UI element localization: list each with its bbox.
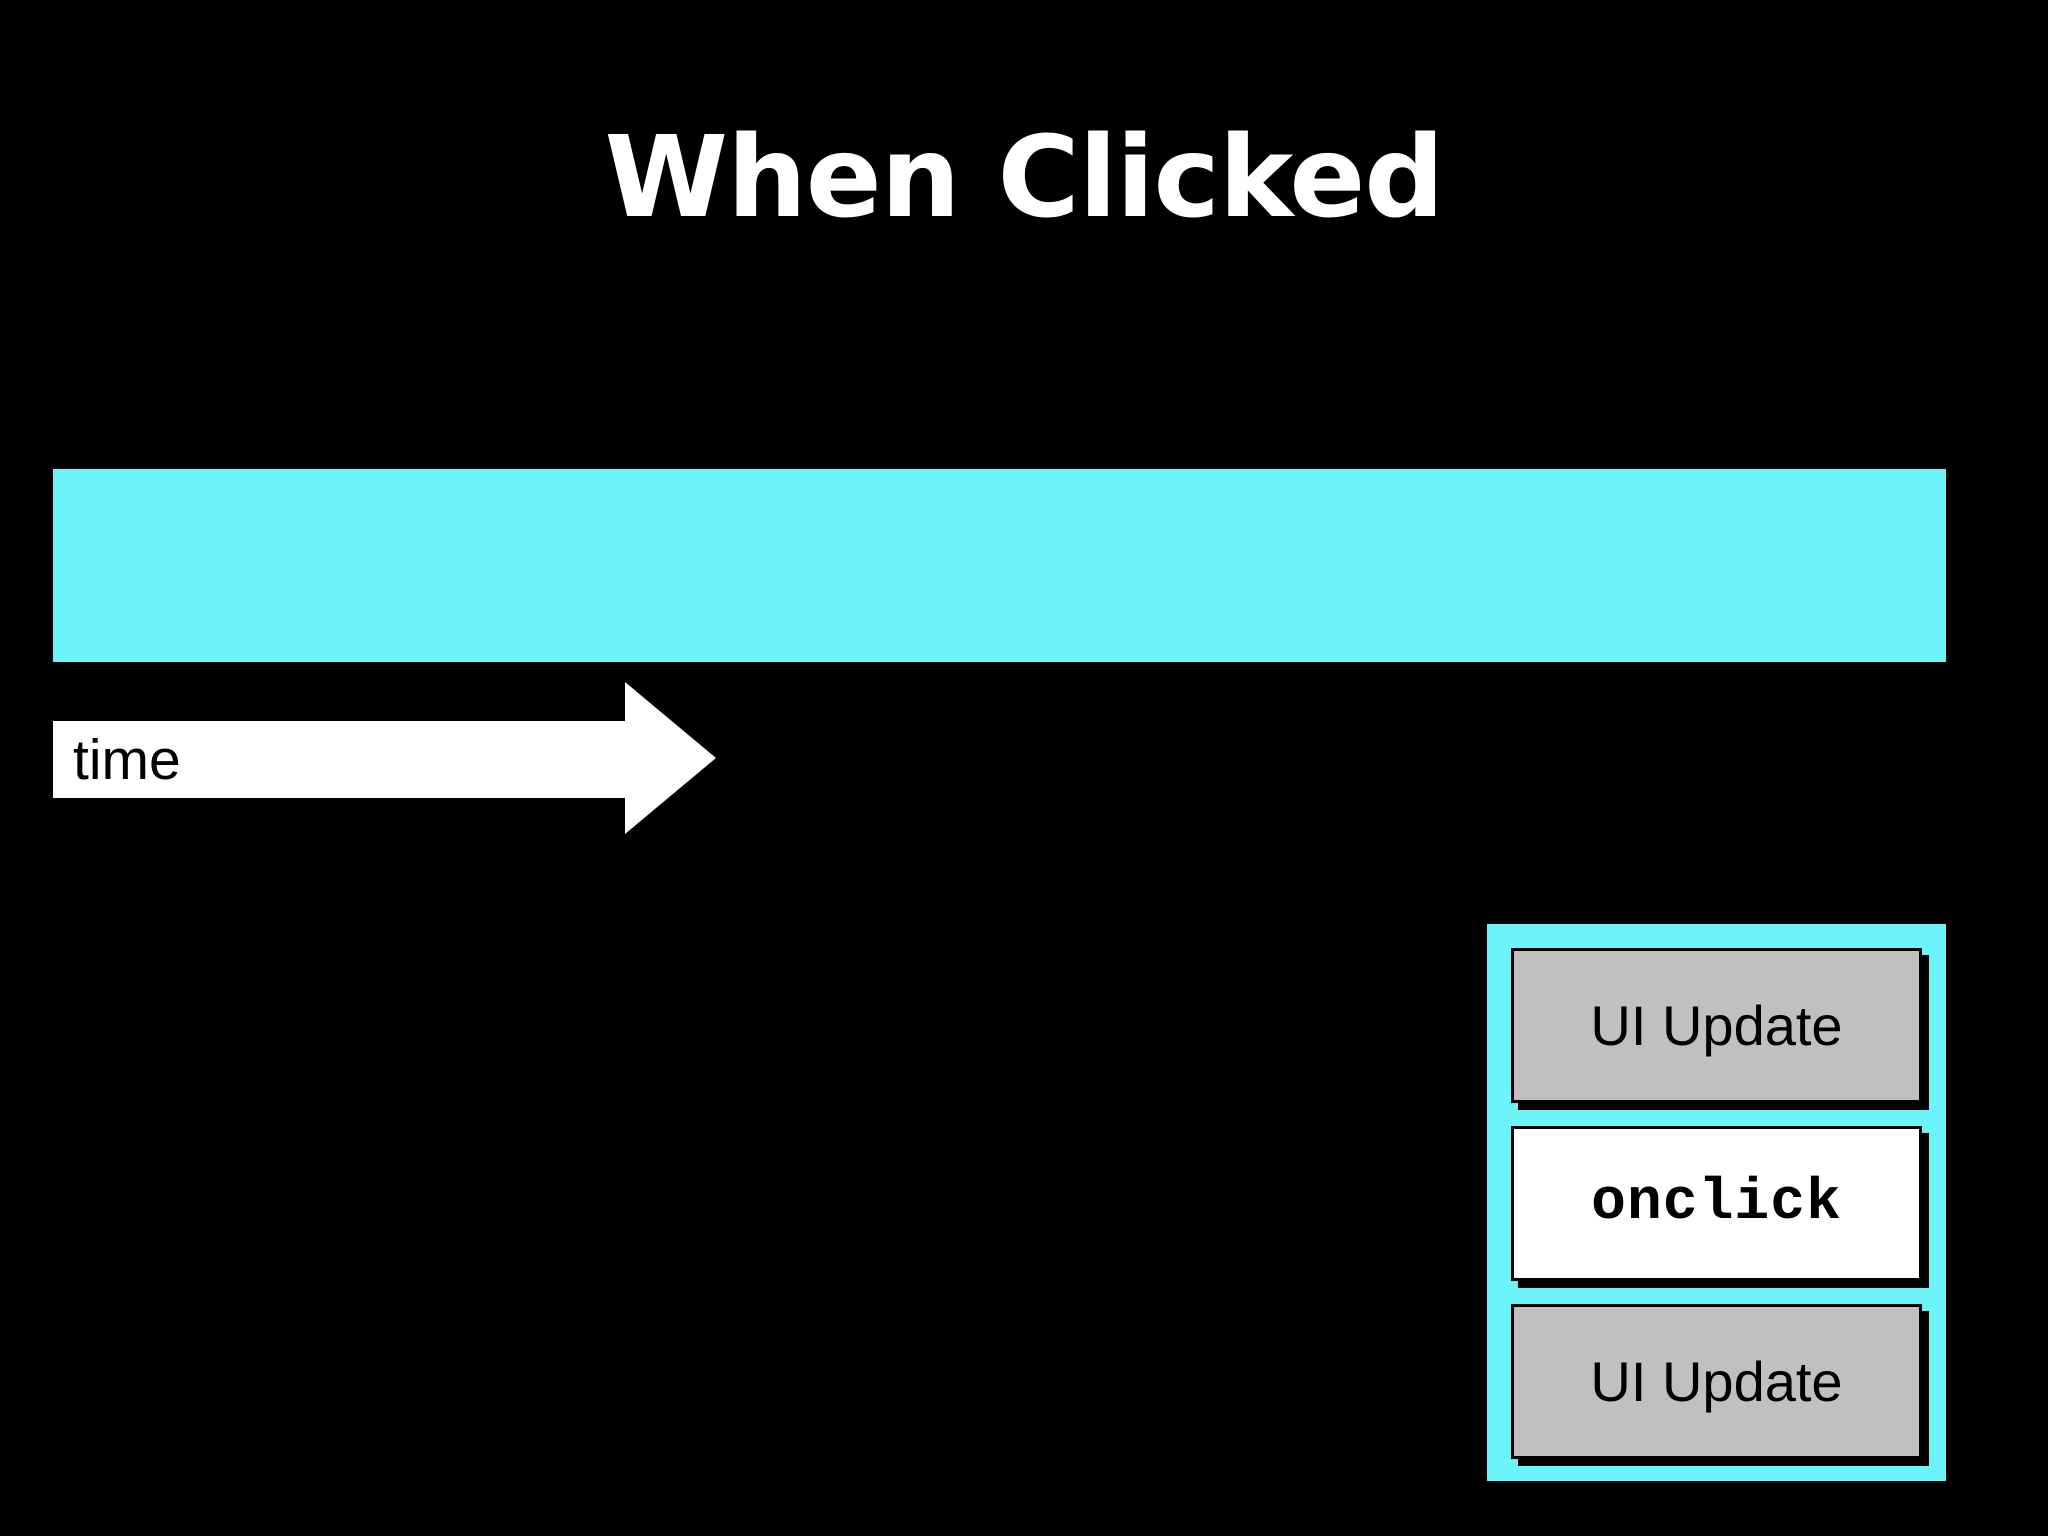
handler-stack-container: UI Update onclick UI Update: [1487, 924, 1946, 1481]
time-axis-label: time: [73, 728, 181, 792]
onclick-handler-box: onclick: [1511, 1126, 1922, 1281]
ui-update-box-bottom: UI Update: [1511, 1304, 1922, 1459]
ui-update-label-top: UI Update: [1590, 993, 1843, 1057]
ui-update-box-top: UI Update: [1511, 948, 1922, 1103]
page-title: When Clicked: [604, 113, 1445, 243]
time-axis-arrow-head-icon: [625, 682, 716, 834]
time-axis-arrow-shaft: [53, 721, 633, 798]
ui-update-label-bottom: UI Update: [1590, 1349, 1843, 1413]
onclick-handler-label: onclick: [1591, 1170, 1842, 1236]
time-axis-arrow: time: [53, 682, 716, 834]
main-thread-busy-bar: [53, 469, 1946, 662]
